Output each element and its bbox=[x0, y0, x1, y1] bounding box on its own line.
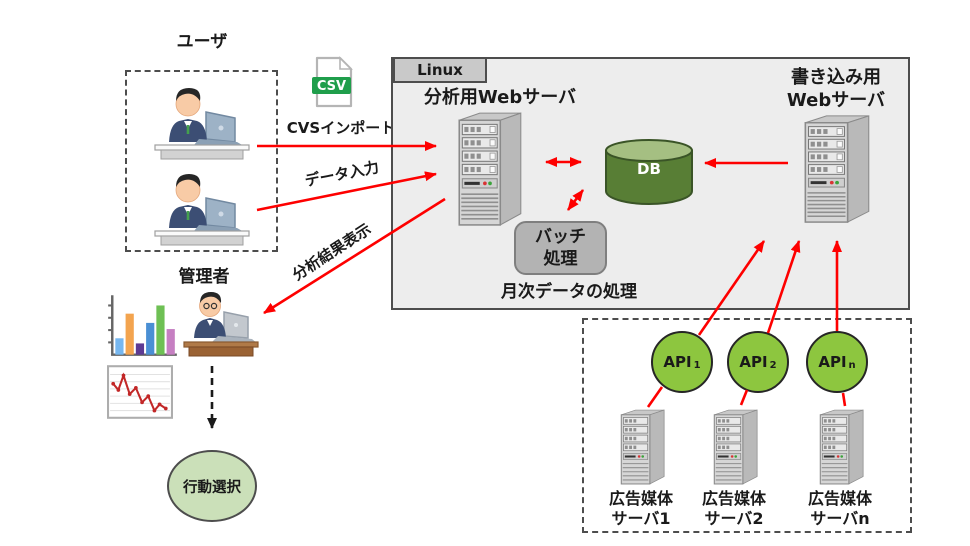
admin-person-icon bbox=[183, 292, 259, 357]
api-label: API bbox=[818, 353, 847, 371]
action-selection-label: 行動選択 bbox=[183, 479, 241, 496]
users-title: ユーザ bbox=[176, 32, 228, 52]
ad-server-label-line2: サーバ1 bbox=[611, 509, 671, 528]
api-label: API bbox=[739, 353, 768, 371]
write-server-title: 書き込み用 Webサーバ bbox=[779, 67, 893, 112]
analysis-server-icon bbox=[458, 112, 522, 226]
api-label: API bbox=[663, 353, 692, 371]
flow-label-csv-import: CVSインポート bbox=[286, 119, 396, 137]
ad-server-label-2: 広告媒体 サーバ2 bbox=[689, 489, 779, 529]
db-label: DB bbox=[637, 160, 661, 178]
bar-chart-icon bbox=[108, 295, 177, 356]
api-circle-1: API 1 bbox=[651, 331, 713, 393]
user-person-icon bbox=[154, 88, 250, 160]
db-cylinder-icon bbox=[605, 139, 693, 206]
line-chart-icon bbox=[107, 365, 173, 419]
csv-icon-label: CSV bbox=[317, 79, 346, 94]
ad-server-icon bbox=[819, 409, 864, 485]
write-server-title-line2: Webサーバ bbox=[786, 89, 886, 111]
api-circle-2: API 2 bbox=[727, 331, 789, 393]
api-sub-label: 2 bbox=[769, 359, 777, 371]
flow-label-data-input: データ入力 bbox=[303, 158, 381, 190]
api-circle-n: API n bbox=[806, 331, 868, 393]
write-server-title-line1: 書き込み用 bbox=[791, 67, 881, 88]
flow-label-analysis-result: 分析結果表示 bbox=[289, 220, 375, 285]
csv-file-icon: CSV bbox=[312, 56, 353, 108]
write-server-icon bbox=[804, 115, 870, 223]
ad-server-label-line2: サーバn bbox=[810, 509, 870, 528]
action-selection-circle: 行動選択 bbox=[167, 450, 257, 522]
ad-server-label-line1: 広告媒体 bbox=[608, 489, 673, 508]
batch-process-box: バッチ 処理 bbox=[514, 221, 607, 275]
ad-server-icon bbox=[620, 409, 665, 485]
batch-line2: 処理 bbox=[543, 249, 578, 270]
ad-server-label-n: 広告媒体 サーバn bbox=[795, 489, 885, 529]
analysis-server-title: 分析用Webサーバ bbox=[423, 87, 577, 108]
api-sub-label: 1 bbox=[693, 359, 701, 371]
ad-server-label-line1: 広告媒体 bbox=[807, 489, 872, 508]
linux-tag: Linux bbox=[393, 57, 487, 83]
ad-server-label-line2: サーバ2 bbox=[704, 509, 764, 528]
monthly-processing-label: 月次データの処理 bbox=[501, 282, 637, 302]
user-person-icon bbox=[154, 174, 250, 246]
admin-title: 管理者 bbox=[178, 267, 230, 287]
users-group-box bbox=[125, 70, 278, 252]
batch-line1: バッチ bbox=[535, 227, 586, 247]
ad-server-icon bbox=[713, 409, 758, 485]
ad-server-label-1: 広告媒体 サーバ1 bbox=[596, 489, 686, 529]
ad-server-label-line1: 広告媒体 bbox=[701, 489, 766, 508]
api-sub-label: n bbox=[848, 359, 856, 371]
